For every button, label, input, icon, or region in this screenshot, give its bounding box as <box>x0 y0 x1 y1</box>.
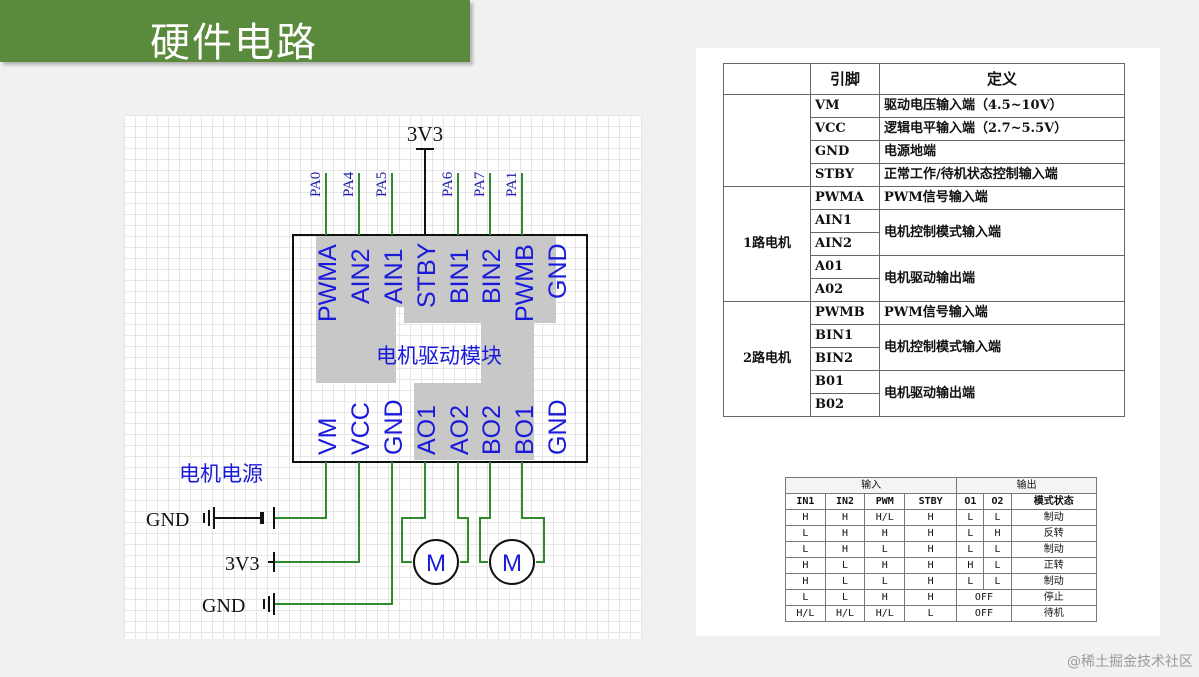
pin-label: STBY <box>413 242 441 308</box>
net-label: PA4 <box>341 171 357 197</box>
svg-text:M: M <box>502 550 522 577</box>
pin-definition-table: 引脚 定义 VM 驱动电压输入端（4.5~10V） VCC 逻辑电平输入端（2.… <box>723 63 1125 417</box>
definition-cell: 电机控制模式输入端 <box>879 209 1125 256</box>
pin-label: BO1 <box>511 405 539 455</box>
net-label: PA6 <box>440 171 456 197</box>
group-cell: 1路电机 <box>723 186 811 302</box>
pin-label: AO2 <box>446 405 474 455</box>
pin-cell: B01 <box>810 370 880 394</box>
battery-icon <box>203 507 275 529</box>
pin-label: AIN2 <box>347 248 375 304</box>
net-label: PA0 <box>308 172 324 197</box>
table-header: 引脚 <box>810 63 880 95</box>
pin-label: PWMB <box>511 244 539 322</box>
pin-cell: PWMB <box>810 301 880 325</box>
pin-cell: A01 <box>810 255 880 279</box>
power-label: 电机电源 <box>179 462 263 486</box>
definition-cell: 电机驱动输出端 <box>879 255 1125 302</box>
column-header: STBY <box>904 493 958 510</box>
group-cell: 2路电机 <box>723 301 811 417</box>
column-header: O1 <box>956 493 985 510</box>
module-label: 电机驱动模块 <box>376 344 502 368</box>
input-header: 输入 <box>784 477 958 494</box>
pin-label: VM <box>314 418 342 456</box>
pin-label: PWMA <box>314 244 342 322</box>
pin-label: GND <box>544 399 572 455</box>
pin-label: AO1 <box>413 405 441 455</box>
pin-cell: VM <box>810 94 880 118</box>
pin-label: GND <box>380 399 408 455</box>
pin-label: BIN2 <box>478 248 506 304</box>
supply-label: 3V3 <box>407 122 443 146</box>
page-title: 硬件电路 <box>150 20 318 66</box>
pin-label: AIN1 <box>380 248 408 304</box>
definition-cell: 逻辑电平输入端（2.7~5.5V） <box>879 117 1125 141</box>
output-header: 输出 <box>956 477 1097 494</box>
pin-cell: BIN1 <box>810 324 880 348</box>
definition-cell: PWM信号输入端 <box>879 186 1125 210</box>
pin-cell: A02 <box>810 278 880 302</box>
column-header: IN2 <box>824 493 866 510</box>
pin-label: GND <box>544 243 572 299</box>
column-header: PWM <box>864 493 906 510</box>
schematic-drawing: 3V3 PA0 PA4 PA5 PA6 PA7 PA1 PWMA AIN2 AI… <box>146 122 588 617</box>
driver-module-body <box>292 234 588 463</box>
pin-label: BIN1 <box>446 248 474 304</box>
definition-cell: 电源地端 <box>879 140 1125 164</box>
definition-cell: 电机驱动输出端 <box>879 370 1125 417</box>
pin-cell: VCC <box>810 117 880 141</box>
definition-cell: 电机控制模式输入端 <box>879 324 1125 371</box>
motor-b-icon: M <box>489 539 535 585</box>
definition-cell: 驱动电压输入端（4.5~10V） <box>879 94 1125 118</box>
pin-cell: GND <box>810 140 880 164</box>
hardware-schematic: 3V3 PA0 PA4 PA5 PA6 PA7 PA1 PWMA AIN2 AI… <box>124 115 642 639</box>
table-header: 定义 <box>879 63 1125 95</box>
definition-cell: PWM信号输入端 <box>879 301 1125 325</box>
title-bar: 硬件电路 <box>0 0 470 66</box>
pin-cell: STBY <box>810 163 880 187</box>
net-label: PA1 <box>504 172 520 197</box>
group-cell <box>723 94 811 187</box>
pin-cell: PWMA <box>810 186 880 210</box>
gnd-label: GND <box>202 595 245 617</box>
net-label: PA7 <box>472 171 488 197</box>
pin-label: VCC <box>347 402 375 455</box>
reference-panel: 引脚 定义 VM 驱动电压输入端（4.5~10V） VCC 逻辑电平输入端（2.… <box>696 48 1160 636</box>
motor-a-icon: M <box>413 539 459 585</box>
column-header: IN1 <box>785 493 826 510</box>
gnd-label: GND <box>146 509 189 531</box>
pin-cell: B02 <box>810 393 880 417</box>
vcc-label: 3V3 <box>225 553 259 575</box>
table-header <box>723 63 811 95</box>
pin-cell: BIN2 <box>810 347 880 371</box>
watermark: @稀土掘金技术社区 <box>1067 654 1193 670</box>
pin-cell: AIN2 <box>810 232 880 256</box>
net-label: PA5 <box>374 172 390 197</box>
ground-icon <box>263 593 275 615</box>
svg-text:M: M <box>426 550 446 577</box>
definition-cell: 正常工作/待机状态控制输入端 <box>879 163 1125 187</box>
pin-cell: AIN1 <box>810 209 880 233</box>
column-header: 模式状态 <box>1010 493 1098 510</box>
column-header: O2 <box>983 493 1012 510</box>
pin-label: BO2 <box>478 405 506 455</box>
